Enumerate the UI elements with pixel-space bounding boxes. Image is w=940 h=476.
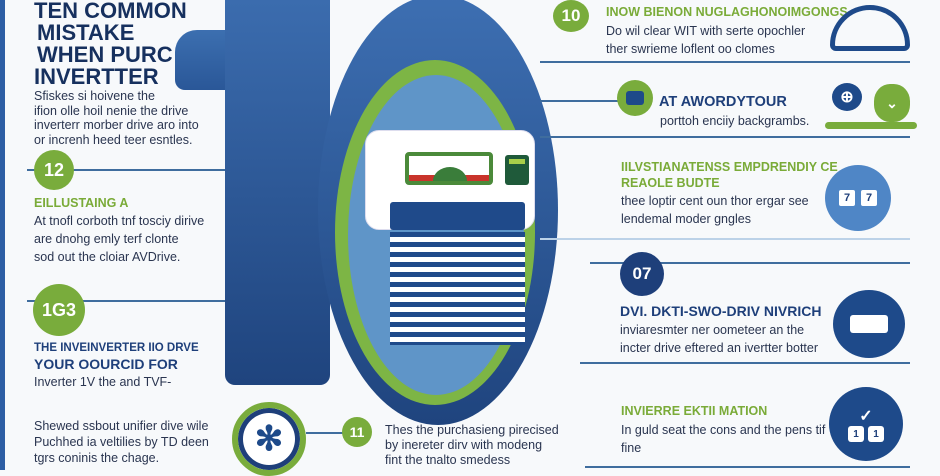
title-line: INVERTTER: [34, 64, 159, 89]
item-text: Inverter 1V the and TVF-: [34, 375, 172, 389]
badge-1g3: 1G3: [33, 284, 85, 336]
badge-07: 07: [620, 252, 664, 296]
title-line: MISTAKE: [37, 20, 135, 45]
display-screen: [505, 155, 529, 185]
big-one-stem: [225, 0, 330, 385]
item-heading: INVIERRE EKTII MATION: [621, 404, 768, 418]
item-subheading: YOUR OOURCID FOR: [34, 356, 178, 372]
battery-pack-icon: [833, 290, 905, 358]
title-line: TEN COMMON: [34, 0, 187, 23]
battery-icon: 7 7: [825, 165, 891, 231]
control-panel: [390, 202, 525, 230]
badge-12: 12: [34, 150, 74, 190]
item-heading: REAOLE BUDTE: [621, 176, 720, 190]
item-heading: DVI. DKTI-SWO-DRIV NIVRICH: [620, 303, 822, 319]
page-title: TEN COMMON MISTAKE WHEN PURC INVERTTER: [34, 0, 187, 88]
item-heading: EILLUSTAING A: [34, 196, 129, 210]
item-heading: THE INVEINVERTER IIO DRVE: [34, 342, 199, 354]
badge-10: 10: [553, 0, 589, 32]
badge-11: 11: [342, 417, 372, 447]
item-heading: IILVSTIANATENSS EMPDRENDIY CE: [621, 160, 838, 174]
left-border: [0, 0, 5, 470]
fan-icon: ✻: [232, 402, 306, 476]
item-heading: INOW BIENON NUGLAGHONOIMGONGS: [606, 5, 848, 19]
title-line: WHEN PURC: [37, 42, 173, 67]
check-battery-icon: ✓ 1 1: [829, 387, 903, 461]
vent-grille: [390, 232, 525, 345]
globe-icon: ⊕: [832, 83, 862, 111]
inverter-device: [365, 130, 535, 345]
item-heading: AT AWORDYTOUR: [659, 94, 787, 110]
meter-gauge: [405, 152, 493, 185]
device-icon: [617, 80, 653, 116]
item-text: porttoh enciiy backgrambs.: [660, 114, 810, 128]
smile-icon: ⌄: [874, 84, 910, 122]
green-bar: [825, 122, 917, 129]
